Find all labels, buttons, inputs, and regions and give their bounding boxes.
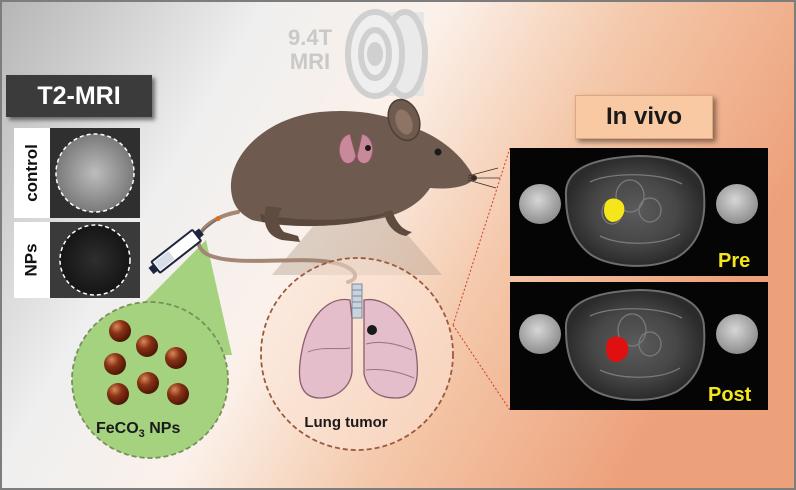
mouse-lung-icon bbox=[338, 133, 374, 164]
pre-scan-label: Pre bbox=[718, 250, 751, 272]
post-scan-panel bbox=[510, 282, 768, 410]
pre-scan-panel bbox=[510, 148, 768, 276]
nanoparticle bbox=[104, 353, 126, 375]
trachea bbox=[351, 283, 363, 319]
tumor-region-pre bbox=[604, 198, 625, 222]
in-vivo-title: In vivo bbox=[575, 95, 713, 139]
nps-phantom-circle bbox=[59, 224, 131, 296]
mouse-belly-shade bbox=[260, 212, 390, 227]
reference-phantom-left bbox=[519, 314, 561, 354]
nps-label-text: NPs bbox=[21, 243, 41, 277]
mouse-cross-section bbox=[564, 288, 706, 401]
nanoparticle-label: FeCO3 NPs bbox=[96, 420, 180, 440]
lung-detail-circle bbox=[260, 257, 454, 451]
nanoparticle bbox=[136, 335, 158, 357]
mouse-front-leg bbox=[384, 210, 412, 236]
nanoparticle bbox=[165, 347, 187, 369]
nanoparticle bbox=[167, 383, 189, 405]
mouse-ear-inner bbox=[395, 109, 413, 135]
t2-mri-title: T2-MRI bbox=[6, 75, 152, 117]
nanoparticle-label-subscript: 3 bbox=[138, 428, 145, 441]
post-scan-label: Post bbox=[708, 384, 752, 406]
mouse-hind-leg bbox=[264, 206, 300, 242]
control-phantom-circle bbox=[55, 133, 135, 213]
control-row-label: control bbox=[14, 128, 50, 218]
mouse-whiskers bbox=[467, 167, 500, 189]
tumor-region-post bbox=[606, 336, 629, 362]
mri-scanner-icon bbox=[345, 9, 428, 99]
reference-phantom-left bbox=[519, 184, 561, 224]
syringe-icon bbox=[148, 216, 221, 275]
nanoparticle-label-prefix: FeCO bbox=[96, 420, 139, 437]
nanoparticle-label-suffix: NPs bbox=[144, 420, 181, 437]
control-label-text: control bbox=[22, 144, 42, 202]
scan-connector bbox=[452, 147, 511, 411]
lung-illustration bbox=[298, 283, 419, 399]
mouse-eye bbox=[434, 148, 442, 156]
mri-label: MRI bbox=[289, 49, 331, 74]
right-lung bbox=[363, 298, 419, 399]
nanoparticle bbox=[109, 320, 131, 342]
t2-mri-panel bbox=[14, 128, 140, 298]
mri-field-strength: 9.4T bbox=[287, 25, 333, 50]
lung-tumor-label: Lung tumor bbox=[304, 414, 388, 431]
nanoparticle-cluster bbox=[104, 320, 189, 405]
nanoparticle bbox=[107, 383, 129, 405]
lung-projection-cone bbox=[272, 175, 442, 275]
nps-row-label: NPs bbox=[14, 222, 50, 298]
nanoparticle bbox=[137, 372, 159, 394]
lung-tumor-spot bbox=[367, 325, 377, 335]
reference-phantom-right bbox=[716, 184, 758, 224]
reference-phantom-right bbox=[716, 314, 758, 354]
mri-title: 9.4T MRI bbox=[255, 26, 365, 74]
